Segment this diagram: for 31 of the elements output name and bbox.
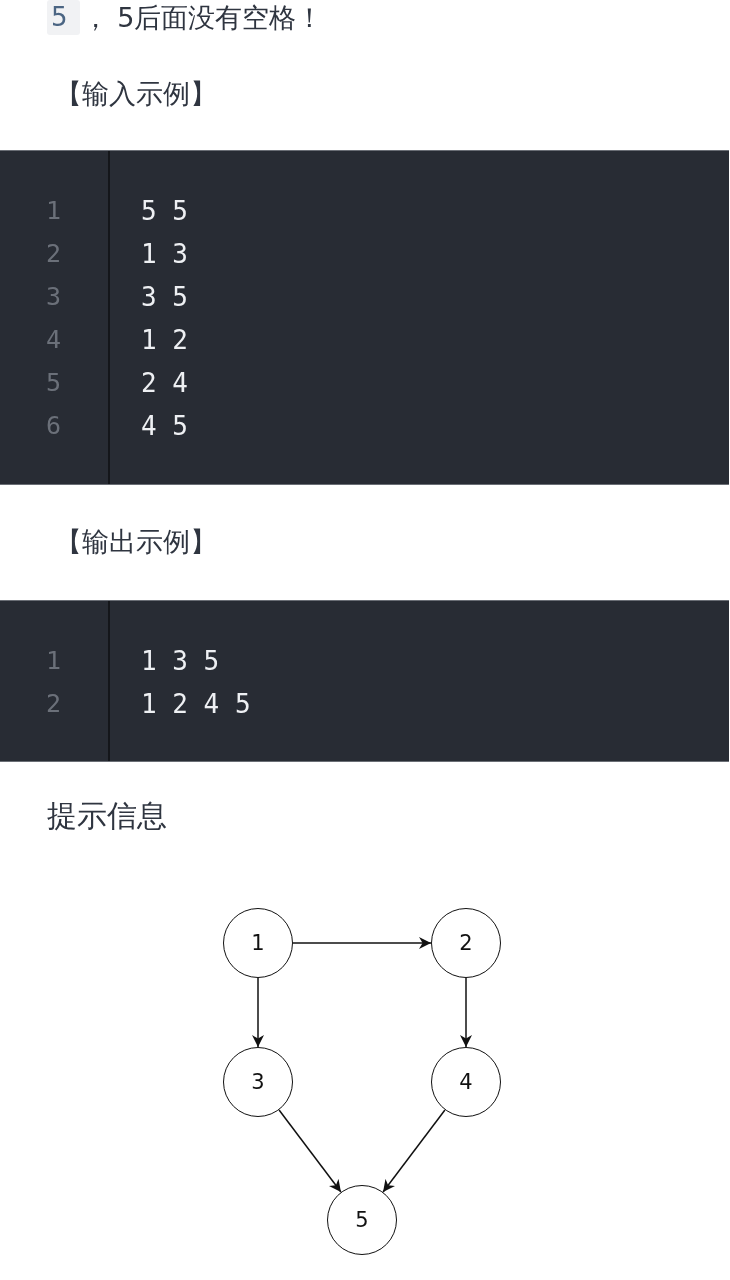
line-number: 3 xyxy=(45,283,61,311)
node-number: 4 xyxy=(459,1070,473,1094)
node-number: 3 xyxy=(251,1070,265,1094)
section-heading: 提示信息 xyxy=(47,799,167,834)
line-number: 1 xyxy=(45,197,61,225)
arrow xyxy=(382,1109,446,1193)
node-number: 2 xyxy=(459,931,473,955)
line-number: 1 xyxy=(45,647,61,675)
code-line: 2 4 xyxy=(141,369,188,397)
line-number: 5 xyxy=(45,369,61,397)
node-number: 5 xyxy=(355,1208,369,1232)
arrow xyxy=(292,937,432,949)
arrow xyxy=(278,1109,342,1193)
code-line: 1 2 xyxy=(141,326,188,354)
note-text: ， 5后面没有空格！ xyxy=(81,1,324,34)
line-number: 6 xyxy=(45,412,61,440)
section-heading: 【输出示例】 xyxy=(55,526,217,558)
code-line: 4 5 xyxy=(141,412,188,440)
line-number: 2 xyxy=(45,240,61,268)
code-line: 5 5 xyxy=(141,197,188,225)
section-heading: 【输入示例】 xyxy=(55,78,217,110)
node-number: 1 xyxy=(251,931,265,955)
code-line: 1 3 xyxy=(141,240,188,268)
code-line: 3 5 xyxy=(141,283,188,311)
code-line: 1 2 4 5 xyxy=(141,690,251,718)
line-number: 4 xyxy=(45,326,61,354)
arrow xyxy=(460,977,472,1048)
code-line: 1 3 5 xyxy=(141,647,220,675)
inline-code: 5 xyxy=(47,0,80,35)
line-number: 2 xyxy=(45,690,61,718)
arrow xyxy=(252,977,264,1048)
